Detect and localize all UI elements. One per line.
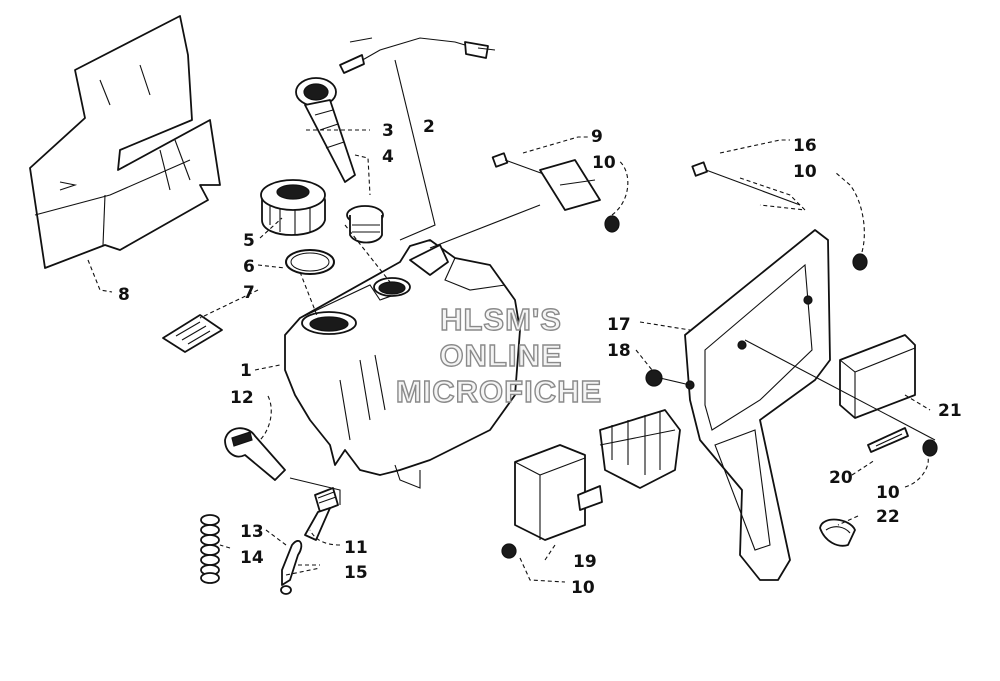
- watermark-line-2: ONLINE: [439, 338, 562, 373]
- callout-16: 16: [793, 136, 817, 156]
- callout-12: 12: [230, 388, 254, 408]
- fuse-strip: [867, 427, 938, 457]
- callout-15: 15: [344, 563, 368, 583]
- mount-bracket: [684, 229, 831, 581]
- heat-shield: [29, 15, 221, 269]
- fuse-block: [599, 409, 681, 489]
- clip: [819, 518, 856, 547]
- callout-labels: 1 2 3 4 5 6 7 8 9 10 10 10 10 11 12 13 1…: [118, 117, 962, 598]
- watermark: HLSM'S ONLINE MICROFICHE: [395, 301, 602, 409]
- callout-10-b: 10: [793, 162, 817, 182]
- watermark-line-3: MICROFICHE: [396, 374, 602, 409]
- bolt-spacer-assembly: [491, 152, 620, 233]
- callout-7: 7: [243, 283, 255, 303]
- callout-19: 19: [573, 552, 597, 572]
- fuel-line: [280, 540, 303, 595]
- callout-2: 2: [423, 117, 435, 137]
- callout-5: 5: [243, 231, 255, 251]
- filler-neck-adapter: [346, 205, 384, 244]
- decal: [162, 314, 223, 353]
- bolt-16-assembly: [691, 161, 868, 271]
- callout-20: 20: [829, 468, 853, 488]
- grommet: [645, 369, 691, 387]
- fuel-fitting: [304, 487, 339, 541]
- callout-10-a: 10: [592, 153, 616, 173]
- callout-22: 22: [876, 507, 900, 527]
- leader-lines: [87, 59, 936, 583]
- watermark-line-1: HLSM'S: [440, 302, 562, 337]
- fuel-cap: [260, 179, 326, 236]
- callout-1: 1: [240, 361, 252, 381]
- control-box: [839, 334, 916, 419]
- callout-18: 18: [607, 341, 631, 361]
- spring-clamp: [200, 514, 220, 584]
- callout-9: 9: [591, 127, 603, 147]
- callout-3: 3: [382, 121, 394, 141]
- fuel-gauge-sender: [295, 37, 496, 183]
- callout-11: 11: [344, 538, 368, 558]
- callout-8: 8: [118, 285, 130, 305]
- callout-10-d: 10: [571, 578, 595, 598]
- fuel-tank: [284, 239, 521, 489]
- callout-13: 13: [240, 522, 264, 542]
- callout-6: 6: [243, 257, 255, 277]
- callout-17: 17: [607, 315, 631, 335]
- callout-21: 21: [938, 401, 962, 421]
- callout-4: 4: [382, 147, 394, 167]
- cap-gasket: [285, 249, 335, 275]
- callout-14: 14: [240, 548, 264, 568]
- relay-box: [501, 444, 603, 559]
- fuel-hose-clamp: [224, 427, 286, 481]
- callout-10-c: 10: [876, 483, 900, 503]
